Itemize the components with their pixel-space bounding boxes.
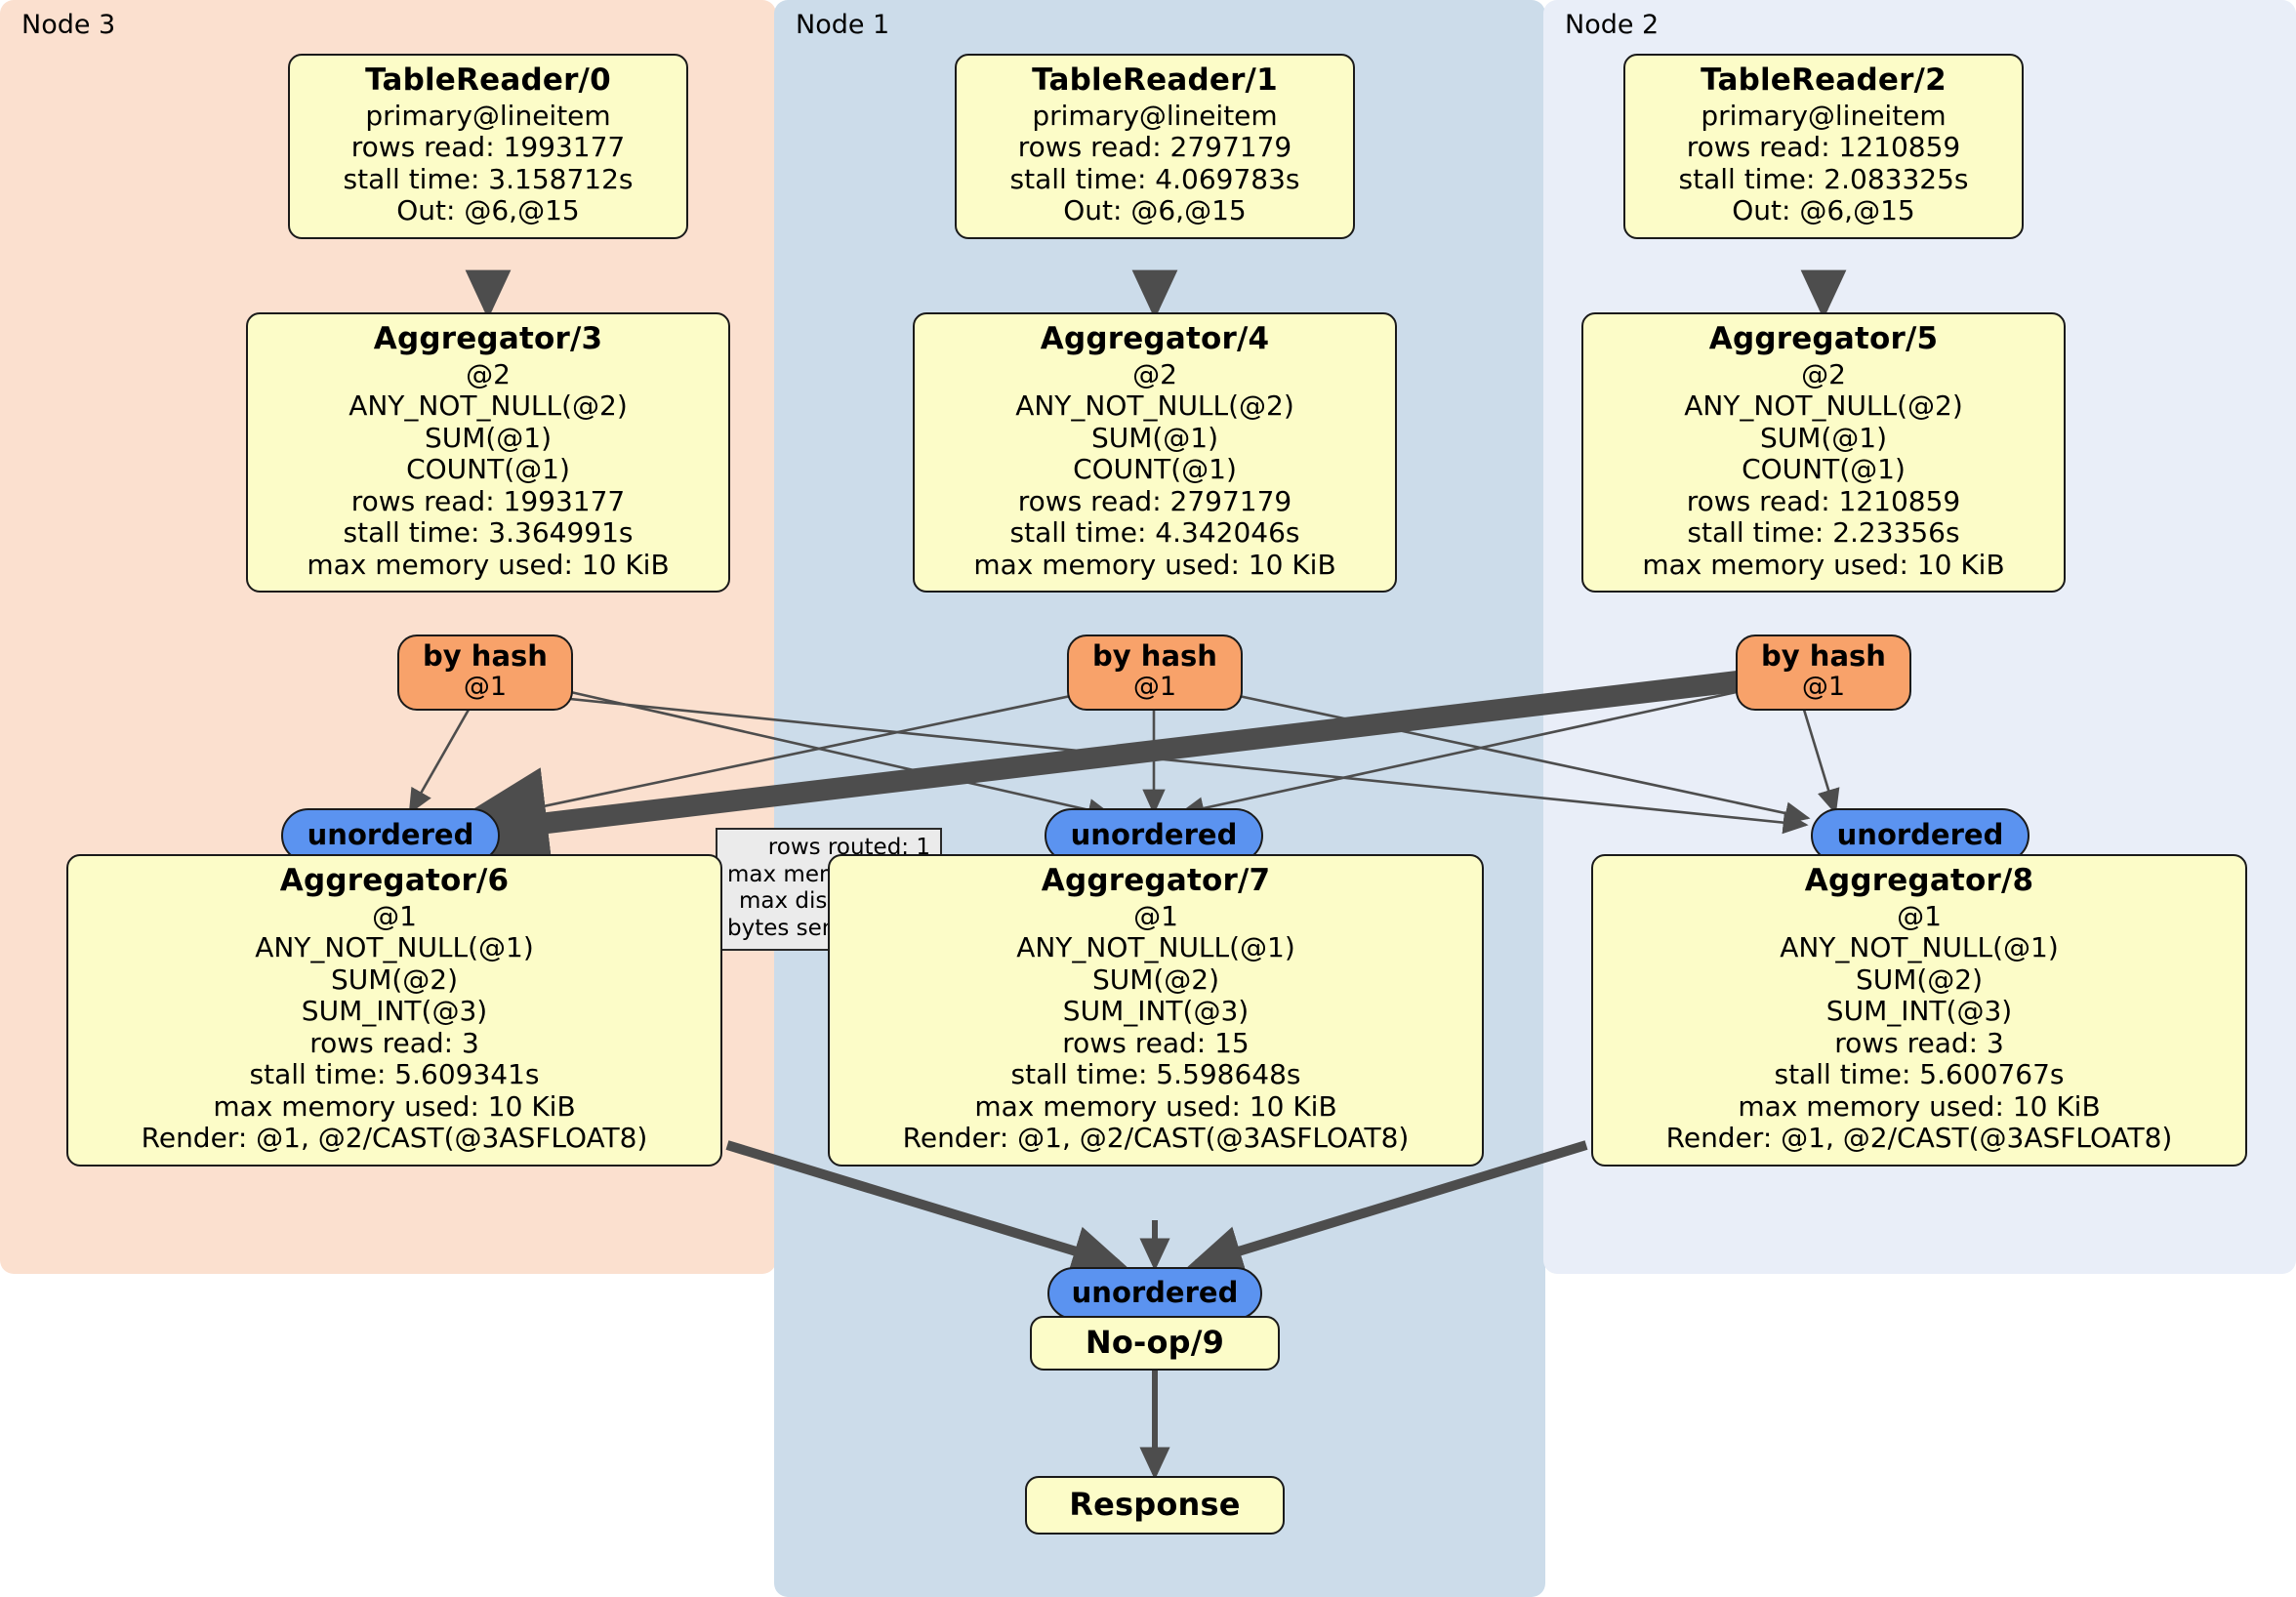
node-no-op-9[interactable]: No-op/9 <box>1030 1316 1280 1371</box>
node-line: max memory used: 10 KiB <box>1642 548 2005 581</box>
node-title: TableReader/2 <box>1701 62 1947 98</box>
node-line: SUM(@2) <box>1091 962 1220 996</box>
node-title: Aggregator/6 <box>279 863 510 898</box>
node-line: SUM(@1) <box>1759 421 1888 454</box>
node-line: rows read: 3 <box>1834 1026 2004 1059</box>
router-by-hash-node-2[interactable]: by hash @1 <box>1736 635 1911 711</box>
node-table-reader-0[interactable]: TableReader/0 primary@lineitem rows read… <box>288 54 688 239</box>
node-line: Out: @6,@15 <box>1063 194 1247 227</box>
node-line: rows read: 15 <box>1062 1026 1250 1059</box>
node-line: ANY_NOT_NULL(@2) <box>1684 389 1963 423</box>
node-line: SUM(@1) <box>1090 421 1219 454</box>
node-aggregator-7[interactable]: Aggregator/7 @1 ANY_NOT_NULL(@1) SUM(@2)… <box>828 854 1484 1167</box>
node-line: SUM_INT(@3) <box>1825 995 2013 1028</box>
node-line: primary@lineitem <box>1032 99 1278 132</box>
receiver-unordered-final[interactable]: unordered <box>1047 1267 1262 1320</box>
receiver-label: unordered <box>1836 818 2004 852</box>
node-table-reader-2[interactable]: TableReader/2 primary@lineitem rows read… <box>1623 54 2024 239</box>
router-column: @1 <box>463 672 508 703</box>
node-line: COUNT(@1) <box>406 453 570 486</box>
node-line: SUM_INT(@3) <box>1062 995 1250 1028</box>
node-line: ANY_NOT_NULL(@2) <box>1015 389 1294 423</box>
node-line: rows read: 1993177 <box>350 484 626 517</box>
node-line: SUM(@2) <box>330 962 459 996</box>
cluster-label-node-1: Node 1 <box>796 10 890 40</box>
node-line: primary@lineitem <box>365 99 611 132</box>
router-column: @1 <box>1801 672 1846 703</box>
node-title: Aggregator/8 <box>1804 863 2034 898</box>
node-title: Aggregator/5 <box>1708 321 1939 356</box>
node-line: rows read: 2797179 <box>1017 131 1292 164</box>
node-line: rows read: 1993177 <box>350 131 626 164</box>
node-line: ANY_NOT_NULL(@2) <box>348 389 628 423</box>
node-line: Out: @6,@15 <box>396 194 580 227</box>
node-line: max memory used: 10 KiB <box>1738 1089 2101 1123</box>
router-by-hash-node-3[interactable]: by hash @1 <box>397 635 573 711</box>
node-line: stall time: 5.600767s <box>1774 1058 2065 1091</box>
node-line: stall time: 4.069783s <box>1009 162 1300 195</box>
node-table-reader-1[interactable]: TableReader/1 primary@lineitem rows read… <box>955 54 1355 239</box>
router-column: @1 <box>1132 672 1177 703</box>
node-title: Response <box>1069 1486 1241 1524</box>
node-line: COUNT(@1) <box>1742 453 1906 486</box>
node-aggregator-6[interactable]: Aggregator/6 @1 ANY_NOT_NULL(@1) SUM(@2)… <box>66 854 722 1167</box>
receiver-unordered-node-1[interactable]: unordered <box>1045 808 1263 863</box>
node-title: Aggregator/3 <box>373 321 603 356</box>
node-line: @1 <box>1897 899 1942 932</box>
receiver-label: unordered <box>307 818 474 852</box>
router-by-hash-node-1[interactable]: by hash @1 <box>1067 635 1243 711</box>
node-line: stall time: 2.083325s <box>1678 162 1969 195</box>
node-line: rows read: 3 <box>309 1026 479 1059</box>
node-line: stall time: 5.598648s <box>1010 1058 1301 1091</box>
node-line: @2 <box>466 357 511 390</box>
node-line: ANY_NOT_NULL(@1) <box>1780 931 2059 964</box>
router-label: by hash <box>1761 639 1886 674</box>
node-line: @1 <box>372 899 417 932</box>
node-line: stall time: 3.364991s <box>343 516 634 550</box>
node-title: Aggregator/7 <box>1041 863 1271 898</box>
cluster-label-node-3: Node 3 <box>21 10 116 40</box>
node-line: Out: @6,@15 <box>1732 194 1915 227</box>
node-line: Render: @1, @2/CAST(@3ASFLOAT8) <box>141 1122 648 1155</box>
node-line: SUM(@2) <box>1855 962 1984 996</box>
node-aggregator-4[interactable]: Aggregator/4 @2 ANY_NOT_NULL(@2) SUM(@1)… <box>913 312 1397 594</box>
node-line: ANY_NOT_NULL(@1) <box>255 931 534 964</box>
node-line: stall time: 4.342046s <box>1009 516 1300 550</box>
node-line: @2 <box>1132 357 1177 390</box>
receiver-label: unordered <box>1070 818 1238 852</box>
node-line: stall time: 3.158712s <box>343 162 634 195</box>
node-line: rows read: 2797179 <box>1017 484 1292 517</box>
node-response[interactable]: Response <box>1025 1476 1285 1535</box>
node-aggregator-5[interactable]: Aggregator/5 @2 ANY_NOT_NULL(@2) SUM(@1)… <box>1581 312 2066 594</box>
router-label: by hash <box>1092 639 1217 674</box>
node-aggregator-3[interactable]: Aggregator/3 @2 ANY_NOT_NULL(@2) SUM(@1)… <box>246 312 730 594</box>
node-line: max memory used: 10 KiB <box>973 548 1336 581</box>
node-line: ANY_NOT_NULL(@1) <box>1016 931 1295 964</box>
node-line: rows read: 1210859 <box>1686 131 1961 164</box>
node-line: max memory used: 10 KiB <box>213 1089 576 1123</box>
node-aggregator-8[interactable]: Aggregator/8 @1 ANY_NOT_NULL(@1) SUM(@2)… <box>1591 854 2247 1167</box>
node-line: max memory used: 10 KiB <box>974 1089 1337 1123</box>
node-line: @2 <box>1801 357 1846 390</box>
node-line: Render: @1, @2/CAST(@3ASFLOAT8) <box>1665 1122 2173 1155</box>
router-label: by hash <box>423 639 548 674</box>
node-title: Aggregator/4 <box>1040 321 1270 356</box>
node-line: Render: @1, @2/CAST(@3ASFLOAT8) <box>902 1122 1410 1155</box>
receiver-unordered-node-2[interactable]: unordered <box>1811 808 2030 863</box>
node-title: TableReader/1 <box>1032 62 1278 98</box>
node-line: stall time: 2.23356s <box>1687 516 1960 550</box>
receiver-label: unordered <box>1071 1276 1239 1310</box>
node-line: rows read: 1210859 <box>1686 484 1961 517</box>
node-title: No-op/9 <box>1085 1324 1225 1362</box>
node-line: max memory used: 10 KiB <box>307 548 670 581</box>
node-line: SUM(@1) <box>424 421 553 454</box>
node-line: COUNT(@1) <box>1073 453 1237 486</box>
node-line: @1 <box>1133 899 1178 932</box>
node-title: TableReader/0 <box>365 62 611 98</box>
cluster-label-node-2: Node 2 <box>1565 10 1660 40</box>
node-line: SUM_INT(@3) <box>301 995 488 1028</box>
node-line: stall time: 5.609341s <box>249 1058 540 1091</box>
node-line: primary@lineitem <box>1701 99 1947 132</box>
